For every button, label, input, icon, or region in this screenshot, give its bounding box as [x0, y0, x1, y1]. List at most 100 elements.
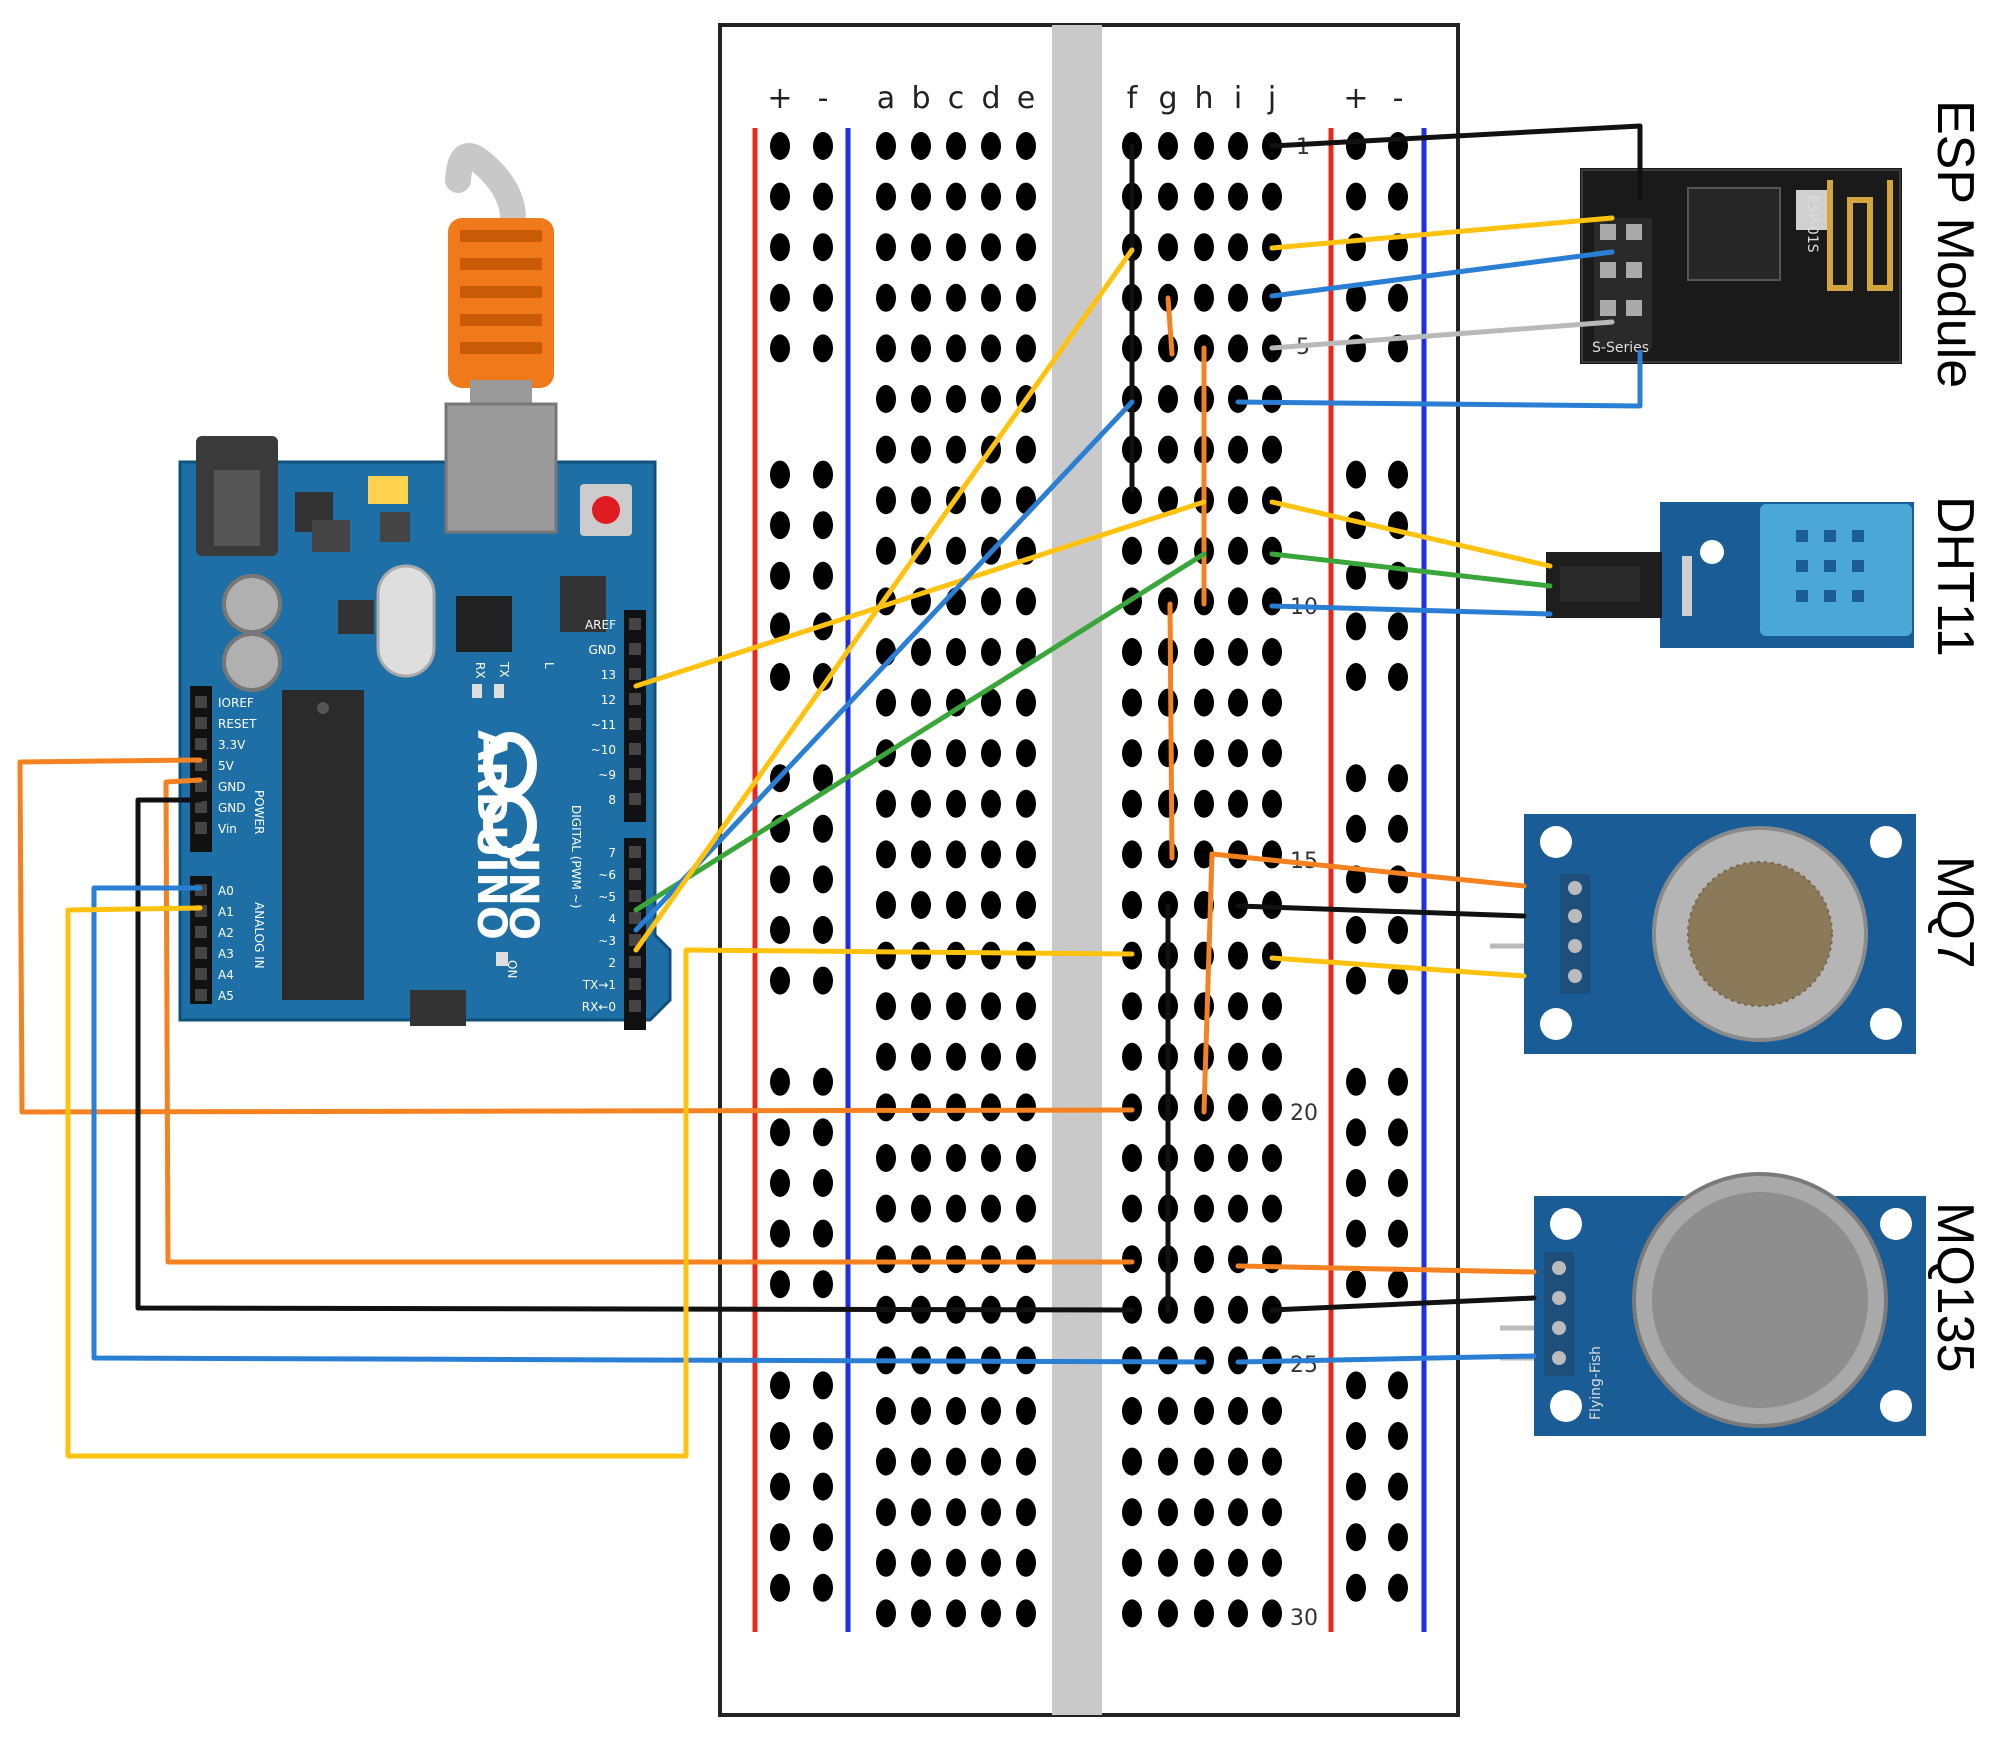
breadboard-hole	[946, 334, 966, 363]
rail-hole	[813, 1219, 833, 1248]
rail-hole	[1388, 1371, 1408, 1400]
header-pin	[629, 978, 641, 990]
breadboard-hole	[981, 1498, 1001, 1527]
rail-hole	[1388, 132, 1408, 160]
breadboard-hole	[911, 739, 931, 768]
breadboard-hole	[1016, 789, 1036, 818]
breadboard-hole	[1262, 435, 1282, 464]
rail-hole	[770, 182, 790, 211]
breadboard-hole	[981, 587, 1001, 616]
breadboard-hole	[1228, 1548, 1248, 1577]
power-pin-label: RESET	[218, 717, 257, 731]
breadboard-hole	[876, 789, 896, 818]
breadboard-hole	[1262, 1498, 1282, 1527]
breadboard-hole	[1122, 1548, 1142, 1577]
rail-hole	[813, 1523, 833, 1552]
rail-hole	[770, 283, 790, 312]
rail-hole	[1388, 814, 1408, 843]
breadboard-hole	[911, 638, 931, 666]
breadboard-hole	[1228, 587, 1248, 616]
rail-hole	[813, 1573, 833, 1602]
breadboard-hole	[981, 132, 1001, 160]
rail-hole	[813, 233, 833, 262]
rail-hole	[1346, 1067, 1366, 1096]
breadboard-hole	[1228, 1042, 1248, 1071]
rail-hole	[813, 1270, 833, 1299]
col-label-i: i	[1234, 81, 1242, 116]
breadboard-hole	[1158, 1397, 1178, 1425]
breadboard-hole	[1122, 536, 1142, 565]
wire-ard-3v3-orange	[17, 757, 1135, 1115]
wire-mq135-orange	[1235, 1263, 1537, 1275]
breadboard-hole	[1122, 486, 1142, 515]
breadboard-hole	[1262, 182, 1282, 211]
breadboard-hole	[1016, 891, 1036, 919]
digital-pin-label: 7	[608, 846, 616, 860]
breadboard-hole	[1228, 283, 1248, 312]
breadboard-hole	[911, 891, 931, 919]
breadboard-hole	[1262, 1447, 1282, 1476]
breadboard-hole	[1194, 1397, 1214, 1425]
breadboard-hole	[1228, 1498, 1248, 1527]
breadboard-hole	[1194, 182, 1214, 211]
breadboard-hole	[1016, 334, 1036, 363]
breadboard-hole	[911, 385, 931, 413]
header-pin	[629, 643, 641, 655]
rail-hole	[770, 1067, 790, 1096]
breadboard-hole	[946, 941, 966, 970]
breadboard-hole	[946, 1194, 966, 1223]
rail-hole	[1388, 865, 1408, 894]
header-pin	[195, 989, 207, 1001]
breadboard-hole	[981, 1144, 1001, 1172]
breadboard-hole	[876, 132, 896, 160]
breadboard-hole	[876, 283, 896, 312]
wire-ard-a1-yellow	[65, 905, 1135, 1459]
breadboard-hole	[1158, 688, 1178, 717]
wire-ard-d3-blue	[633, 399, 1135, 933]
rail-hole	[770, 132, 790, 160]
breadboard-hole	[876, 1498, 896, 1527]
crystal	[376, 564, 436, 678]
breadboard-hole	[911, 334, 931, 363]
wire-bb-orange-g2	[1167, 601, 1175, 861]
breadboard-hole	[946, 891, 966, 919]
breadboard-hole	[911, 941, 931, 970]
analog-pin-label: A5	[218, 989, 234, 1003]
rail-hole	[1346, 966, 1366, 995]
analog-pin-label: A3	[218, 947, 234, 961]
breadboard-hole	[1016, 1245, 1036, 1274]
rail-hole	[1388, 1067, 1408, 1096]
rail-hole	[1346, 233, 1366, 262]
digital-pin-label: ~10	[591, 743, 616, 757]
rail-hole	[770, 1169, 790, 1197]
breadboard-hole	[946, 789, 966, 818]
breadboard-hole	[1122, 1397, 1142, 1425]
rail-hole	[813, 865, 833, 894]
esp-series-marking: S-Series	[1592, 340, 1649, 356]
breadboard-hole	[911, 435, 931, 464]
breadboard-hole	[1228, 1245, 1248, 1274]
arduino-infinity-logo-icon	[483, 732, 537, 858]
breadboard-hole	[946, 1042, 966, 1071]
breadboard-hole	[1228, 941, 1248, 970]
breadboard-hole	[1228, 1194, 1248, 1223]
analog-pin-label: A4	[218, 968, 234, 982]
capacitor-1	[222, 574, 282, 634]
breadboard-hole	[1228, 739, 1248, 768]
breadboard-hole	[981, 891, 1001, 919]
breadboard-hole	[1016, 1093, 1036, 1122]
breadboard-hole	[1016, 941, 1036, 970]
esp-module: ESP-01S S-Series	[1580, 168, 1902, 364]
rail-hole	[1346, 182, 1366, 211]
digital-top-header	[624, 610, 646, 822]
rail-hole	[1346, 1219, 1366, 1248]
breadboard-hole	[946, 638, 966, 666]
wire-mq135-black	[1269, 1295, 1537, 1313]
row-number-25: 25	[1290, 1353, 1318, 1378]
header-pin	[629, 668, 641, 680]
breadboard-hole	[911, 283, 931, 312]
rail-hole	[1346, 916, 1366, 944]
breadboard-hole	[946, 132, 966, 160]
rail-hole	[813, 1067, 833, 1096]
header-pin	[629, 743, 641, 755]
